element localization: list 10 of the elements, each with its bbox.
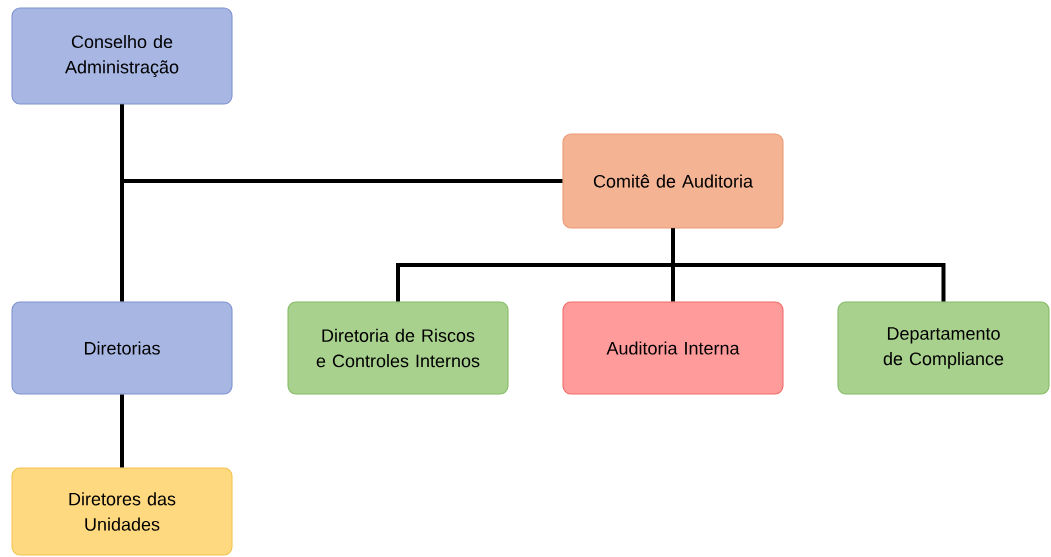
org-box: Departamento de Compliance xyxy=(837,301,1050,395)
connector-line xyxy=(671,228,946,302)
org-box: Diretoria de Riscos e Controles Internos xyxy=(287,301,509,395)
org-box: Auditoria Interna xyxy=(562,301,784,395)
connector-line xyxy=(120,104,563,183)
org-box: Comitê de Auditoria xyxy=(562,133,784,229)
connector-line xyxy=(120,394,124,468)
org-box: Diretores das Unidades xyxy=(11,467,233,556)
org-box: Conselho de Administração xyxy=(11,7,233,105)
org-box: Diretorias xyxy=(11,301,233,395)
